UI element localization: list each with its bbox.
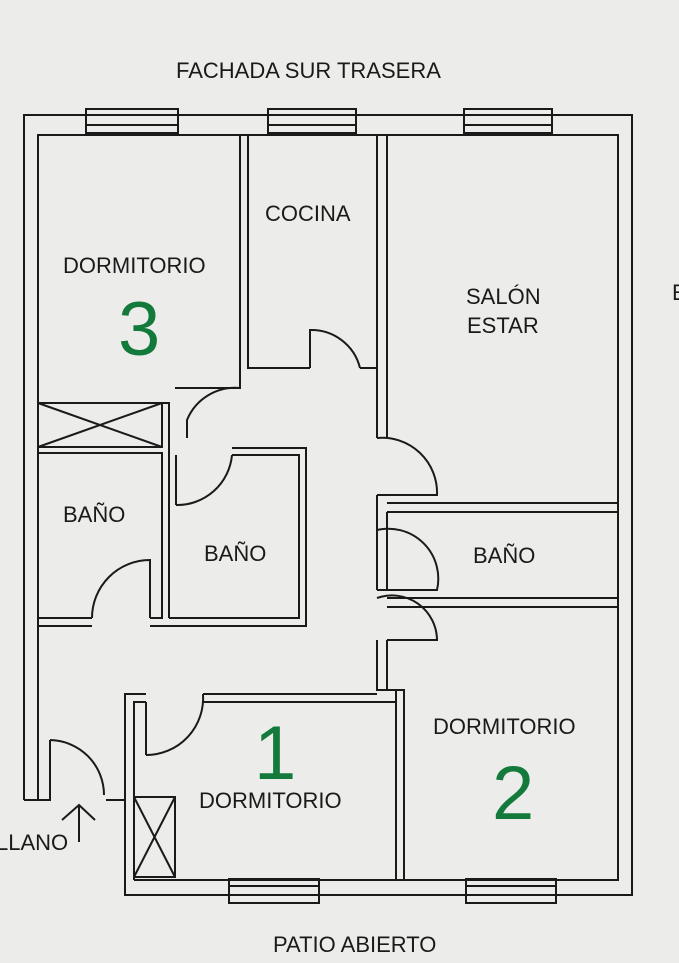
entrance-label: LLANO	[0, 830, 69, 855]
salon-label: SALÓN	[466, 284, 541, 309]
interior-walls	[24, 135, 618, 880]
dorm2-label: DORMITORIO	[433, 714, 576, 739]
door-entrance	[49, 739, 105, 796]
entrance-arrow-icon	[61, 803, 96, 842]
door-cocina	[309, 328, 361, 369]
estar-label: ESTAR	[467, 313, 539, 338]
windows	[85, 108, 557, 904]
door-bano-mid	[175, 454, 233, 507]
door-dorm2	[376, 594, 439, 641]
bano-left-label: BAÑO	[63, 502, 126, 527]
facade-bottom-label: PATIO ABIERTO	[273, 932, 437, 957]
bano-mid-label: BAÑO	[204, 541, 267, 566]
doors	[49, 328, 440, 796]
door-bano-left	[91, 558, 151, 619]
dorm3-number: 3	[118, 287, 161, 372]
door-bano-right	[376, 527, 440, 591]
cocina-label: COCINA	[265, 201, 351, 226]
door-dorm1	[145, 693, 205, 757]
edge-letter: E	[672, 280, 679, 306]
door-dorm3	[186, 386, 241, 438]
facade-top-label: FACHADA SUR TRASERA	[176, 58, 441, 83]
dorm1-label: DORMITORIO	[199, 788, 342, 813]
dorm3-label: DORMITORIO	[63, 253, 206, 278]
outer-walls	[23, 114, 633, 896]
dorm2-number: 2	[492, 751, 535, 836]
bano-right-label: BAÑO	[473, 543, 536, 568]
dorm1-number: 1	[254, 711, 297, 796]
door-salon	[376, 436, 439, 496]
